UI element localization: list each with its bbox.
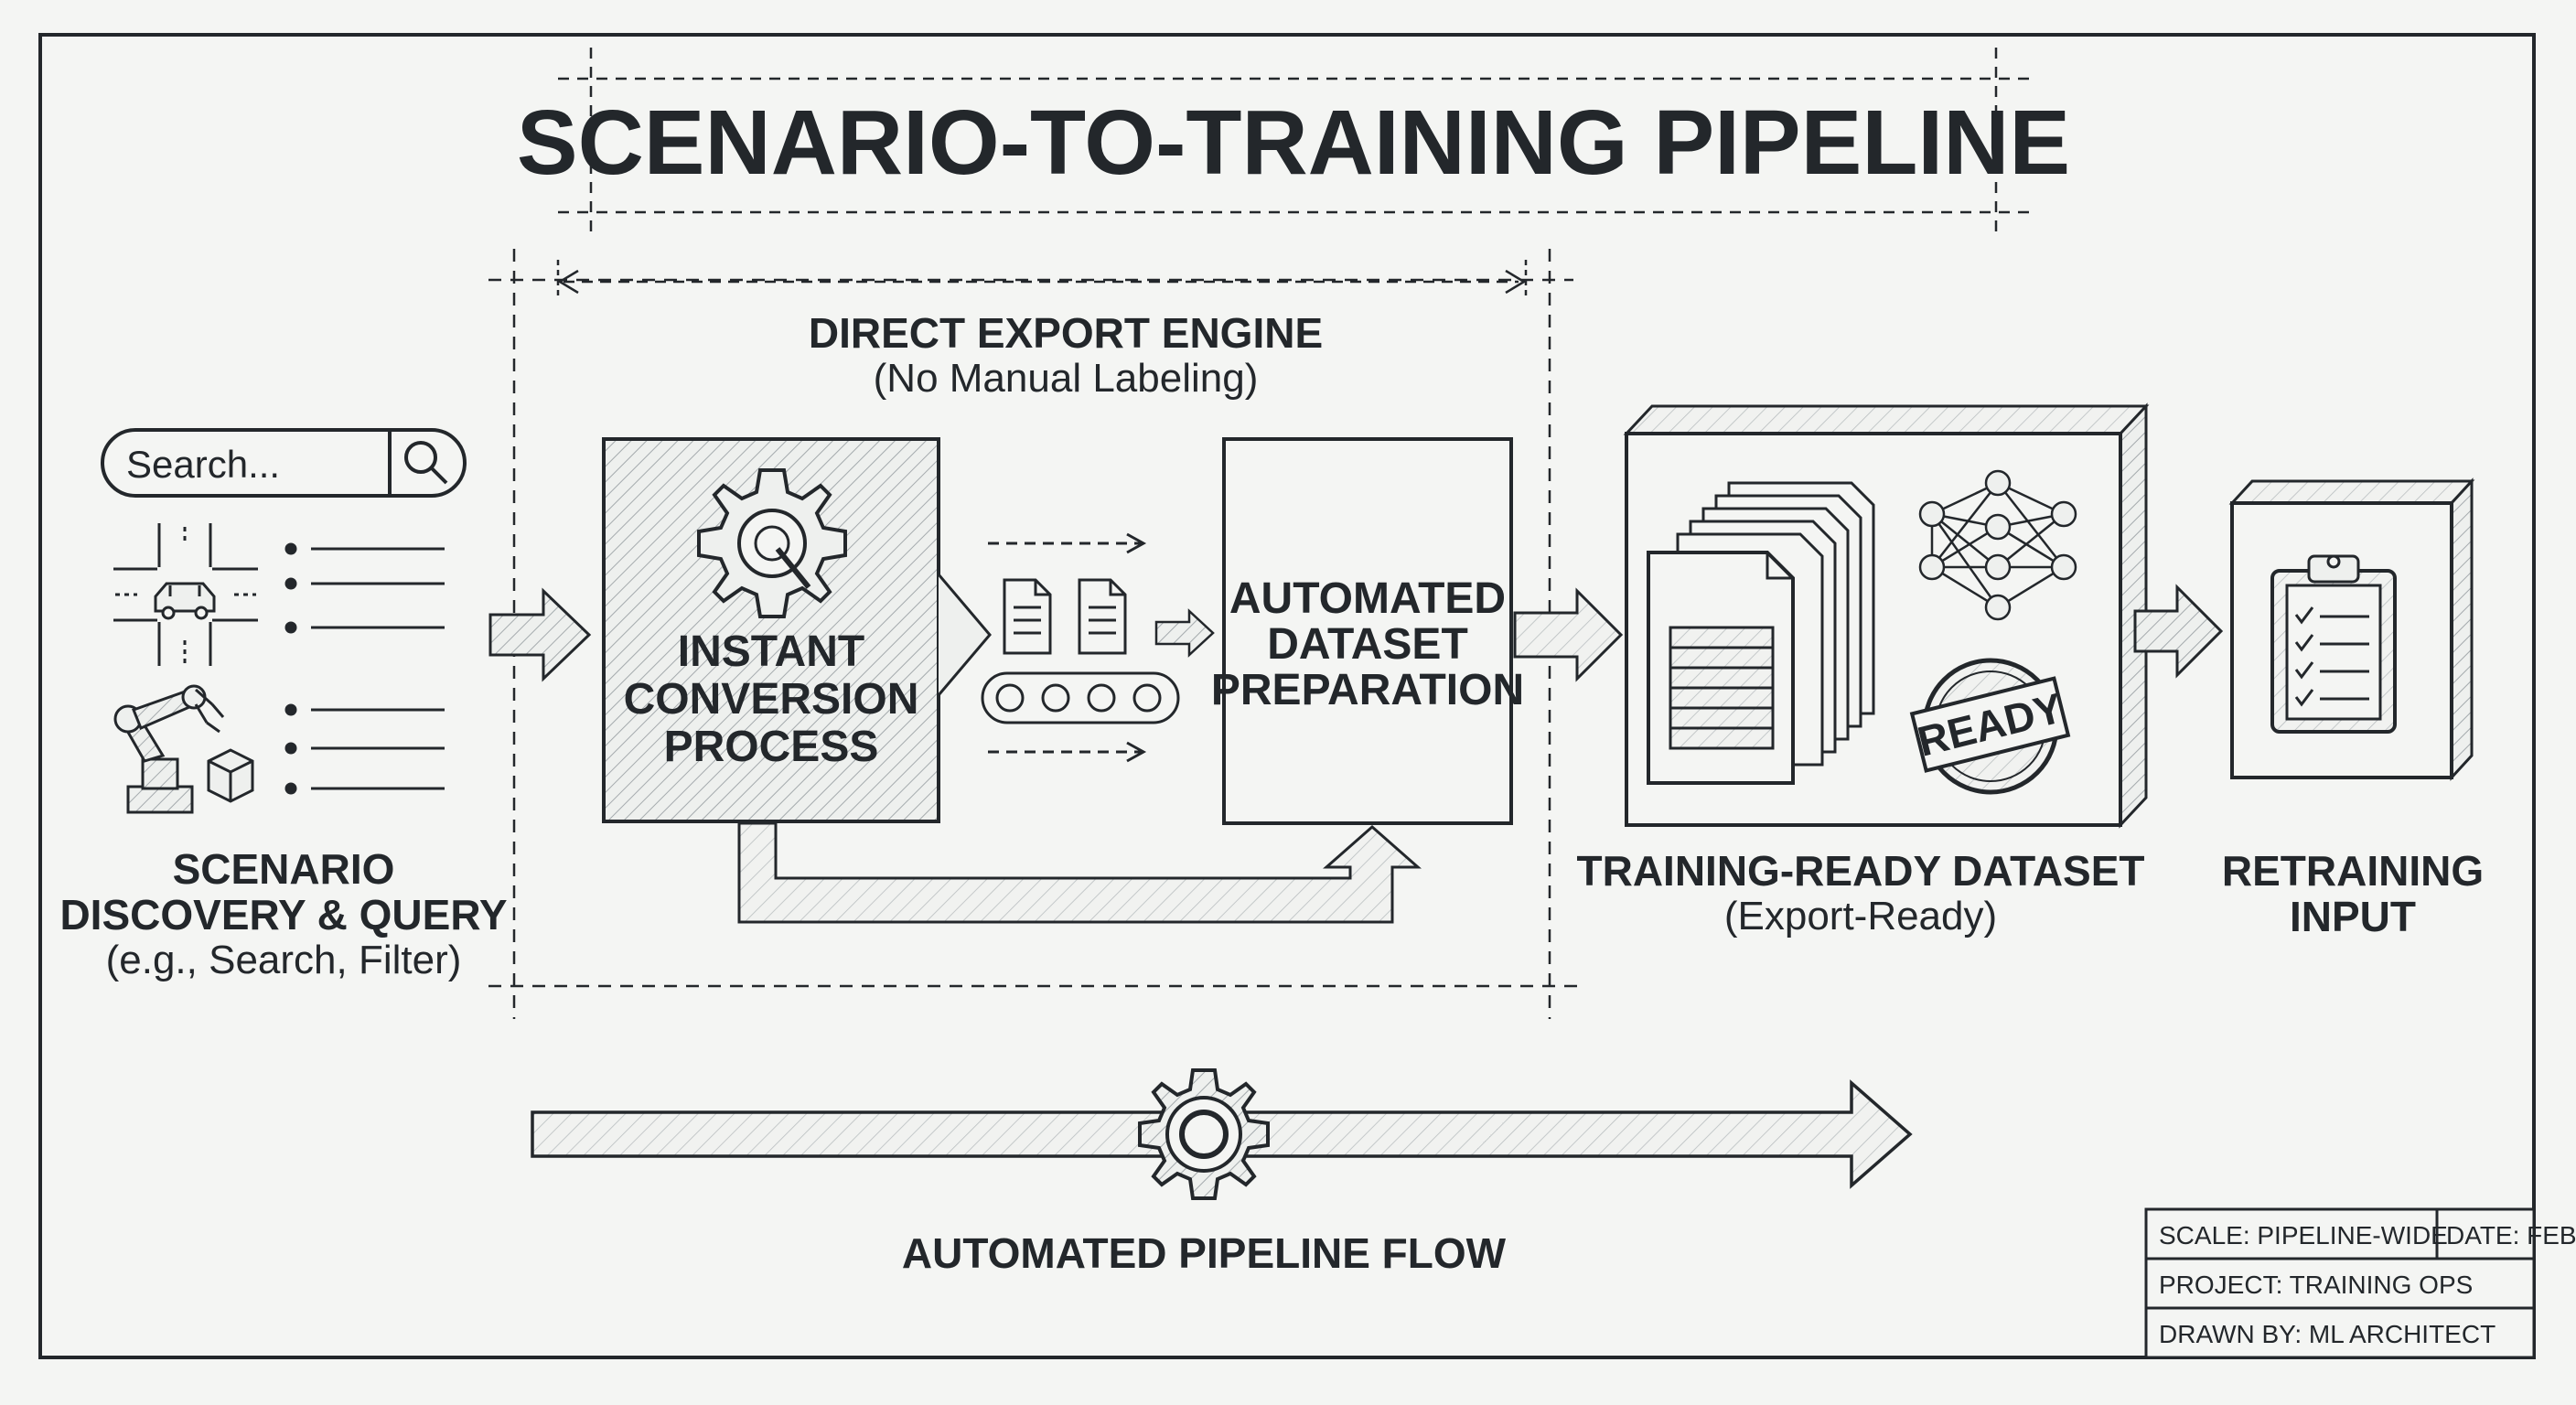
arrow-docs-to-preparation — [1154, 608, 1215, 658]
title-block-date: DATE: FEB 13 — [2446, 1221, 2576, 1249]
scenario-list-bottom — [284, 703, 445, 795]
engine-subtitle: (No Manual Labeling) — [874, 356, 1259, 401]
search-bar[interactable]: Search... — [101, 428, 467, 498]
arrow-dataset-to-retraining — [2133, 584, 2224, 679]
arrow-conversion-to-preparation-bypass — [737, 821, 1422, 924]
document-icon — [1078, 578, 1127, 655]
engine-title: DIRECT EXPORT ENGINE — [809, 309, 1323, 357]
dataset-subtitle: (Export-Ready) — [1724, 894, 1997, 938]
retraining-line-2: INPUT — [2290, 893, 2416, 940]
title-block-drawn-by: DRAWN BY: ML ARCHITECT — [2159, 1320, 2496, 1348]
clipboard-checklist-icon — [2270, 554, 2397, 734]
engine-dimension-line — [556, 260, 1528, 298]
document-icon — [1003, 578, 1052, 655]
title-frame — [558, 48, 2031, 240]
conversion-line-3: PROCESS — [664, 723, 879, 771]
title-block — [2144, 1207, 2536, 1359]
ready-stamp-icon: READY — [1909, 658, 2071, 795]
intersection-car-icon — [113, 523, 258, 666]
preparation-line-3: PREPARATION — [1211, 666, 1524, 714]
preparation-line-1: AUTOMATED — [1229, 574, 1506, 623]
search-icon[interactable] — [404, 441, 448, 485]
dataset-title: TRAINING-READY DATASET — [1577, 847, 2145, 895]
arrow-preparation-to-dataset — [1513, 587, 1624, 682]
spreadsheet-stack-icon — [1647, 481, 1875, 785]
scenario-list-top — [284, 542, 445, 634]
scenario-subtitle: (e.g., Search, Filter) — [106, 938, 462, 982]
preparation-line-2: DATASET — [1267, 620, 1468, 669]
scenario-title-line-2: DISCOVERY & QUERY — [59, 891, 507, 938]
neural-network-icon — [1918, 469, 2077, 621]
conversion-line-1: INSTANT — [678, 627, 864, 676]
page-title: SCENARIO-TO-TRAINING PIPELINE — [517, 91, 2070, 194]
search-placeholder: Search... — [126, 443, 280, 486]
robot-arm-icon — [113, 684, 254, 814]
arrow-scenario-to-conversion — [488, 587, 592, 682]
preparation-box — [1222, 437, 1513, 825]
conveyor-icon — [981, 671, 1180, 724]
title-block-scale: SCALE: PIPELINE-WIDE — [2159, 1221, 2448, 1249]
data-flow-arrows — [988, 532, 1147, 763]
gear-icon — [697, 468, 847, 618]
pipeline-flow-label: AUTOMATED PIPELINE FLOW — [902, 1229, 1507, 1277]
scenario-title-line-1: SCENARIO — [173, 845, 395, 893]
drawing-frame — [38, 33, 2536, 1359]
gear-icon — [1138, 1068, 1270, 1200]
retraining-line-1: RETRAINING — [2222, 847, 2484, 895]
title-block-project: PROJECT: TRAINING OPS — [2159, 1271, 2473, 1299]
conversion-line-2: CONVERSION — [624, 675, 919, 724]
search-input[interactable] — [101, 428, 467, 498]
